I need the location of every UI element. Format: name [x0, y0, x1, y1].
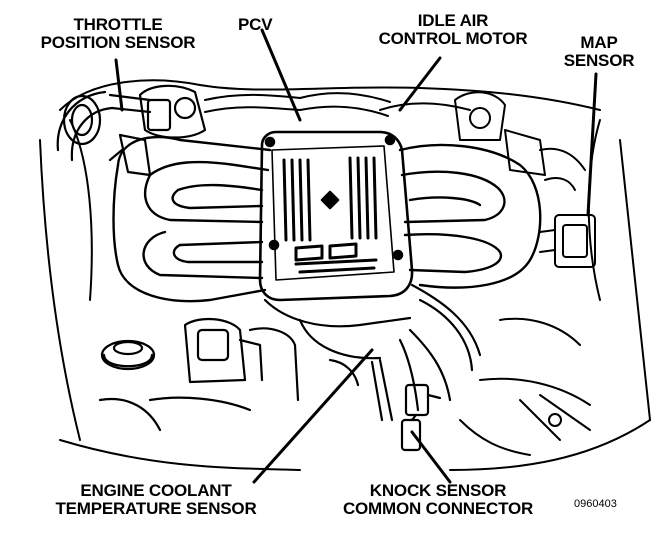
- leader-knock: [410, 430, 452, 484]
- leader-lines: [114, 28, 598, 484]
- leader-idle-air: [398, 56, 442, 112]
- label-pcv: PCV: [238, 15, 273, 34]
- label-line: MAP: [580, 33, 618, 52]
- label-line: COMMON CONNECTOR: [342, 499, 534, 518]
- coolant-area: [98, 317, 360, 432]
- hoses: [204, 92, 471, 117]
- label-map-sensor: MAP SENSOR: [556, 34, 642, 70]
- engine-bay-outline: [39, 79, 651, 471]
- label-line: PCV: [238, 15, 273, 34]
- leader-throttle-position: [114, 58, 124, 112]
- label-line: ENGINE COOLANT: [80, 481, 232, 500]
- label-line: IDLE AIR: [417, 11, 489, 30]
- lower-right: [459, 317, 591, 456]
- label-line: SENSOR: [563, 51, 635, 70]
- leader-pcv: [260, 28, 302, 122]
- lower-manifold: [263, 283, 482, 422]
- label-line: TEMPERATURE SENSOR: [55, 499, 257, 518]
- label-line: POSITION SENSOR: [40, 33, 196, 52]
- intake-manifold: [112, 135, 542, 303]
- figure-id: 0960403: [574, 498, 617, 510]
- knock-connector: [400, 383, 442, 452]
- intake-tube: [56, 90, 152, 162]
- label-idle-air-control-motor: IDLE AIR CONTROL MOTOR: [378, 12, 528, 48]
- label-engine-coolant-temperature-sensor: ENGINE COOLANT TEMPERATURE SENSOR: [36, 482, 276, 518]
- label-throttle-position-sensor: THROTTLE POSITION SENSOR: [28, 16, 208, 52]
- label-knock-sensor-common-connector: KNOCK SENSOR COMMON CONNECTOR: [326, 482, 550, 518]
- right-components: [454, 91, 596, 268]
- label-line: CONTROL MOTOR: [378, 29, 528, 48]
- engine-cover: [258, 130, 414, 302]
- leader-map: [586, 72, 598, 217]
- label-line: KNOCK SENSOR: [369, 481, 507, 500]
- leader-coolant: [252, 348, 374, 484]
- label-line: THROTTLE: [73, 15, 163, 34]
